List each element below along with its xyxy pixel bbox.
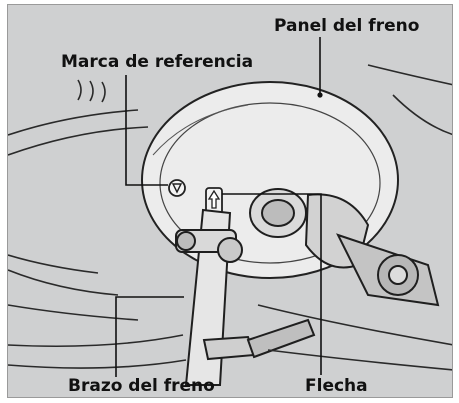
label-reference-mark: Marca de referencia: [61, 52, 254, 72]
brake-illustration: [8, 37, 452, 386]
background-linework: [8, 64, 452, 321]
lower-linework: [8, 304, 452, 371]
leader-brazo: [115, 296, 184, 377]
label-brake-panel: Panel del freno: [274, 16, 420, 36]
leader-panel-dot: [317, 92, 323, 98]
label-brake-arm: Brazo del freno: [68, 376, 215, 396]
leader-marca: [125, 75, 168, 186]
leader-flecha: [222, 193, 322, 375]
callout-leaders: [115, 37, 322, 377]
label-arrow: Flecha: [305, 376, 368, 396]
brake-arm: [175, 208, 316, 386]
reference-mark: [168, 179, 186, 197]
illustration-frame: Panel del freno Marca de referencia Braz…: [7, 4, 453, 398]
